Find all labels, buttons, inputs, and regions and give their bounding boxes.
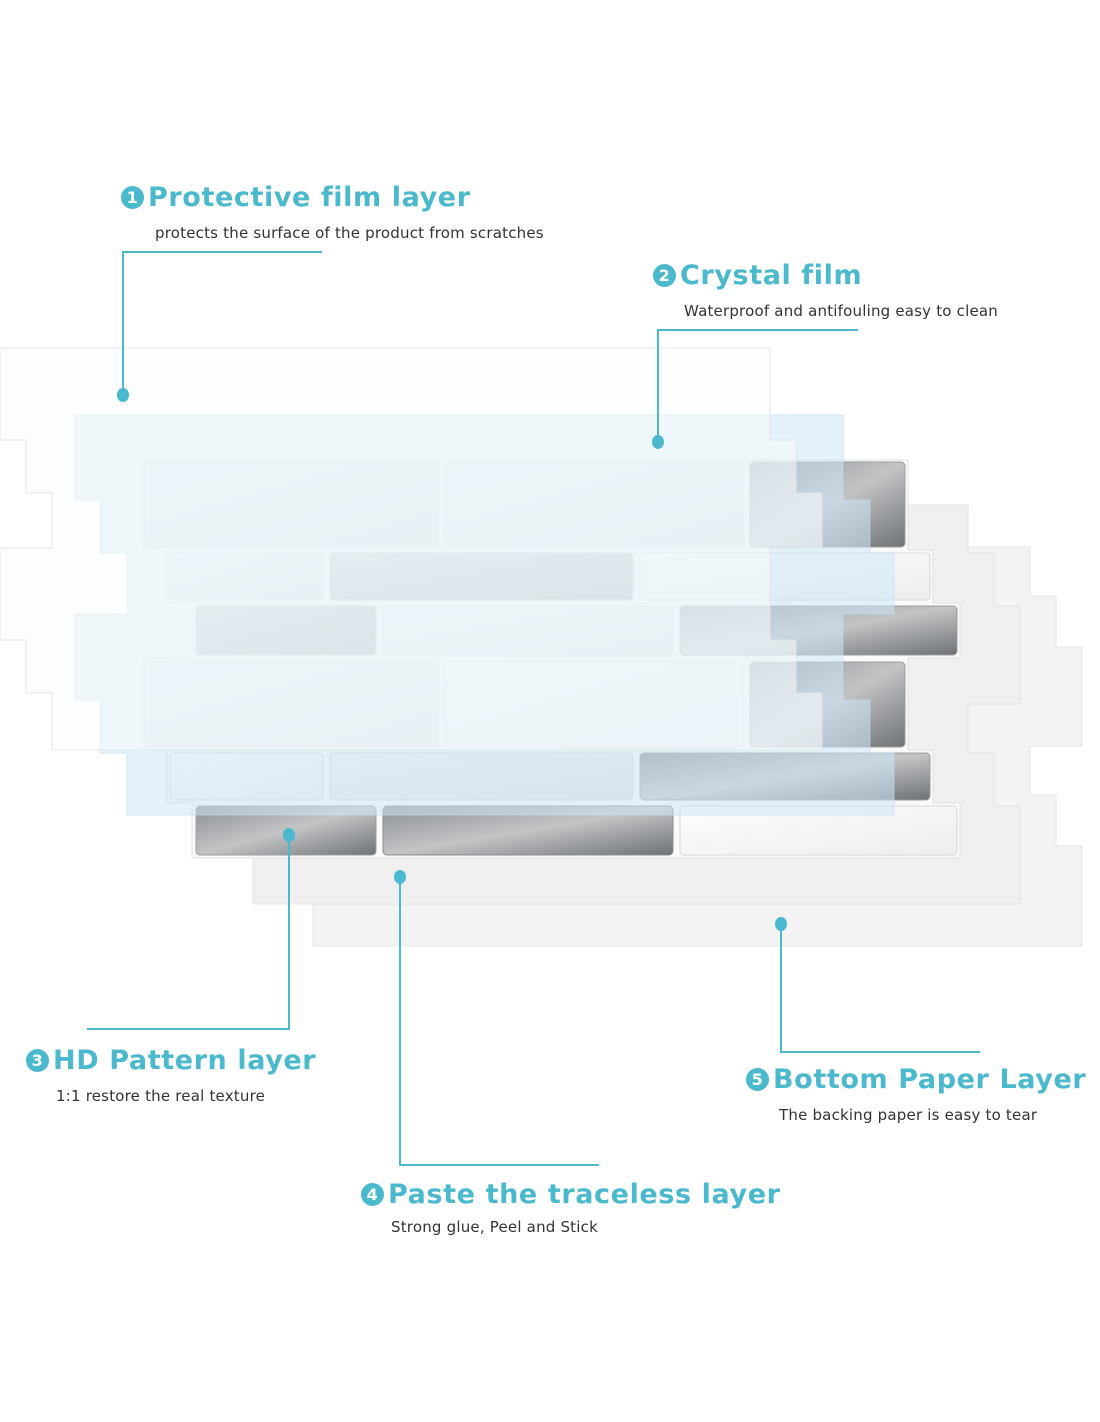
leader-line-1 bbox=[122, 251, 322, 395]
layer-title: Protective film layer bbox=[148, 182, 471, 213]
layer-subtitle: Waterproof and antifouling easy to clean bbox=[684, 302, 998, 320]
number-badge: 4 bbox=[361, 1183, 384, 1206]
leader-dot-2 bbox=[652, 435, 664, 449]
label-traceless-layer: 4 Paste the traceless layer bbox=[361, 1179, 781, 1210]
leader-dot-1 bbox=[117, 388, 129, 402]
layer-subtitle: Strong glue, Peel and Stick bbox=[391, 1218, 598, 1236]
protective-film-layer bbox=[0, 347, 823, 751]
layer-subtitle: The backing paper is easy to tear bbox=[779, 1106, 1038, 1124]
number-badge: 2 bbox=[653, 264, 676, 287]
number-badge: 1 bbox=[121, 186, 144, 209]
label-bottom-paper: 5 Bottom Paper Layer bbox=[746, 1064, 1086, 1095]
number-badge: 3 bbox=[26, 1049, 49, 1072]
leader-dot-4 bbox=[394, 870, 406, 884]
layer-title: Crystal film bbox=[680, 260, 863, 291]
label-hd-pattern: 3 HD Pattern layer bbox=[26, 1045, 316, 1076]
leader-line-2 bbox=[657, 329, 858, 442]
leader-line-5 bbox=[780, 924, 980, 1053]
label-crystal-film: 2 Crystal film bbox=[653, 260, 862, 291]
layer-title: Bottom Paper Layer bbox=[773, 1064, 1087, 1095]
number-badge: 5 bbox=[746, 1068, 769, 1091]
leader-dot-3 bbox=[283, 828, 295, 842]
layer-subtitle: 1:1 restore the real texture bbox=[56, 1087, 266, 1105]
label-protective-film: 1 Protective film layer bbox=[121, 182, 471, 213]
leader-line-3 bbox=[87, 835, 290, 1030]
layer-title: Paste the traceless layer bbox=[388, 1179, 781, 1210]
leader-dot-5 bbox=[775, 917, 787, 931]
leader-line-4 bbox=[399, 877, 599, 1166]
layer-subtitle: protects the surface of the product from… bbox=[155, 224, 544, 242]
layer-title: HD Pattern layer bbox=[53, 1045, 317, 1076]
